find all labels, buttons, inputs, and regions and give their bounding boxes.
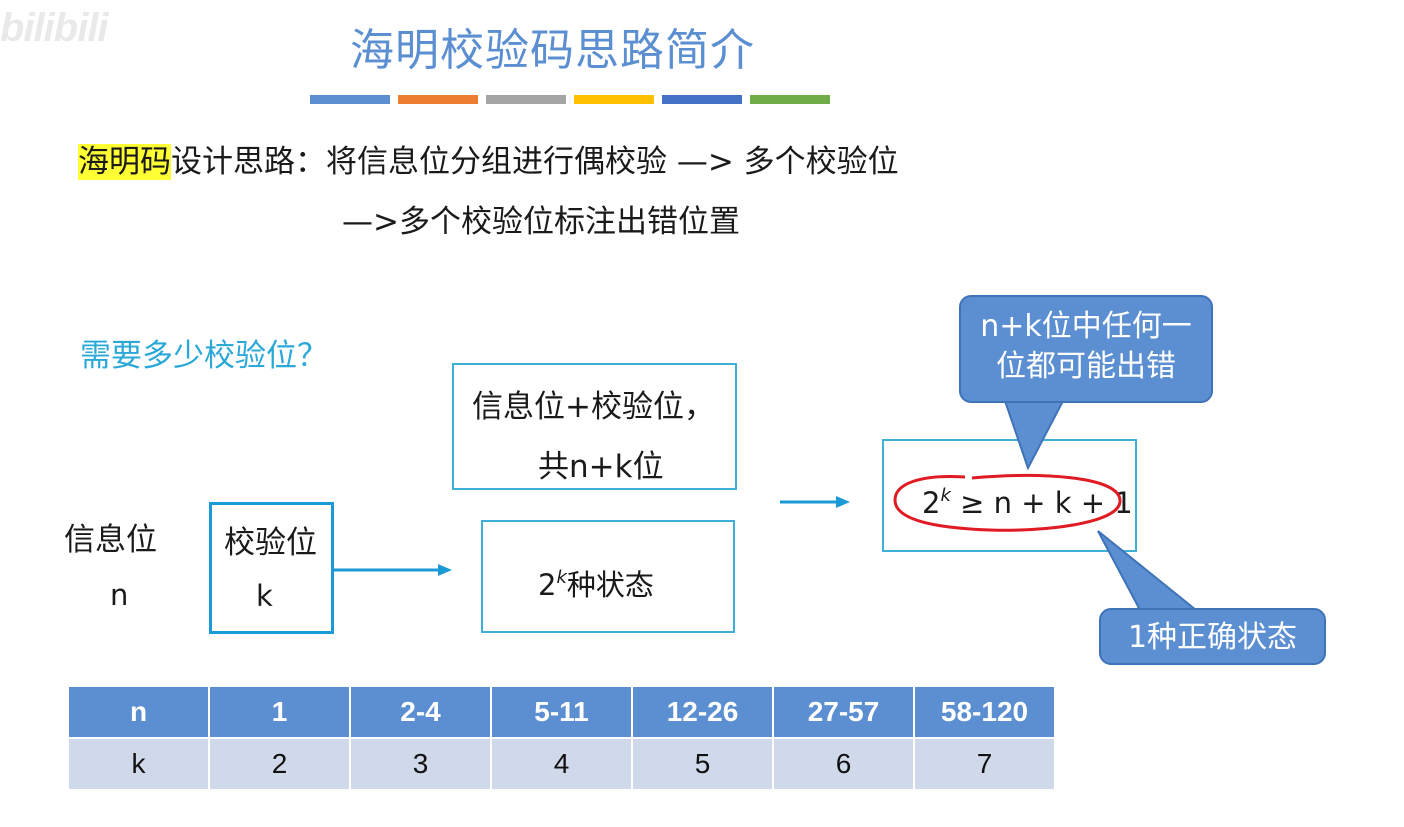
- formula-base: 2: [922, 486, 941, 520]
- formula-box: 2k ≥ n + k + 1: [882, 439, 1137, 552]
- design-idea-line1: 海明码设计思路：将信息位分组进行偶校验 —> 多个校验位: [78, 136, 899, 181]
- check-bits-var: k: [256, 579, 273, 613]
- check-bits-box: 校验位 k: [209, 502, 334, 634]
- table-cell: 2-4: [349, 685, 492, 739]
- table-cell: 5-11: [490, 685, 633, 739]
- table-row: k 2 3 4 5 6 7: [67, 737, 1056, 791]
- nk-table: n 1 2-4 5-11 12-26 27-57 58-120 k 2 3 4 …: [67, 685, 1056, 791]
- states-suffix: 种状态: [566, 568, 654, 602]
- error-callout-line1: n+k位中任何一: [980, 309, 1192, 344]
- color-bar-strip: [310, 95, 830, 104]
- design-idea-text: 设计思路：将信息位分组进行偶校验 —> 多个校验位: [171, 144, 899, 180]
- table-cell: 4: [490, 737, 633, 791]
- formula-text: 2k ≥ n + k + 1: [922, 485, 1133, 520]
- callout-bottom-pointer: [1097, 530, 1199, 611]
- combined-line2: 共n+k位: [538, 449, 664, 485]
- info-bits-var: n: [110, 578, 129, 612]
- color-bar: [750, 95, 830, 104]
- color-bar: [574, 95, 654, 104]
- question-heading: 需要多少校验位？: [80, 338, 328, 374]
- table-cell: 5: [631, 737, 774, 791]
- states-exponent: k: [556, 567, 567, 588]
- states-text: 2k种状态: [538, 562, 654, 604]
- formula-exponent: k: [940, 485, 951, 506]
- table-cell: 1: [208, 685, 351, 739]
- color-bar: [310, 95, 390, 104]
- table-cell: 6: [772, 737, 915, 791]
- color-bar: [486, 95, 566, 104]
- arrow-to-formula: [780, 496, 850, 508]
- combined-bits-box: 信息位+校验位， 共n+k位: [452, 363, 737, 490]
- table-cell: 7: [913, 737, 1056, 791]
- combined-line1: 信息位+校验位，: [472, 389, 715, 425]
- table-row: n 1 2-4 5-11 12-26 27-57 58-120: [67, 685, 1056, 739]
- error-callout-line2: 位都可能出错: [996, 349, 1176, 384]
- states-base: 2: [538, 568, 557, 602]
- table-cell: 3: [349, 737, 492, 791]
- table-cell: 27-57: [772, 685, 915, 739]
- table-cell: k: [67, 737, 210, 791]
- arrow-to-states: [334, 564, 452, 576]
- check-bits-label: 校验位: [224, 525, 317, 561]
- states-box: 2k种状态: [481, 520, 735, 633]
- table-cell: 58-120: [913, 685, 1056, 739]
- info-bits-label: 信息位: [64, 522, 157, 558]
- page-title: 海明校验码思路简介: [350, 25, 755, 76]
- hamming-code-highlight: 海明码: [78, 144, 171, 180]
- formula-inequality: ≥ n + k + 1: [950, 486, 1133, 520]
- red-ink-circle: [893, 474, 1122, 532]
- color-bar: [398, 95, 478, 104]
- table-cell: 2: [208, 737, 351, 791]
- callout-top-pointer: [1003, 400, 1065, 471]
- table-cell: n: [67, 685, 210, 739]
- bilibili-watermark: bilibili: [0, 6, 109, 50]
- table-cell: 12-26: [631, 685, 774, 739]
- design-idea-line2: —>多个校验位标注出错位置: [342, 204, 740, 240]
- color-bar: [662, 95, 742, 104]
- error-callout: n+k位中任何一 位都可能出错: [959, 295, 1213, 403]
- correct-state-callout: 1种正确状态: [1099, 608, 1326, 665]
